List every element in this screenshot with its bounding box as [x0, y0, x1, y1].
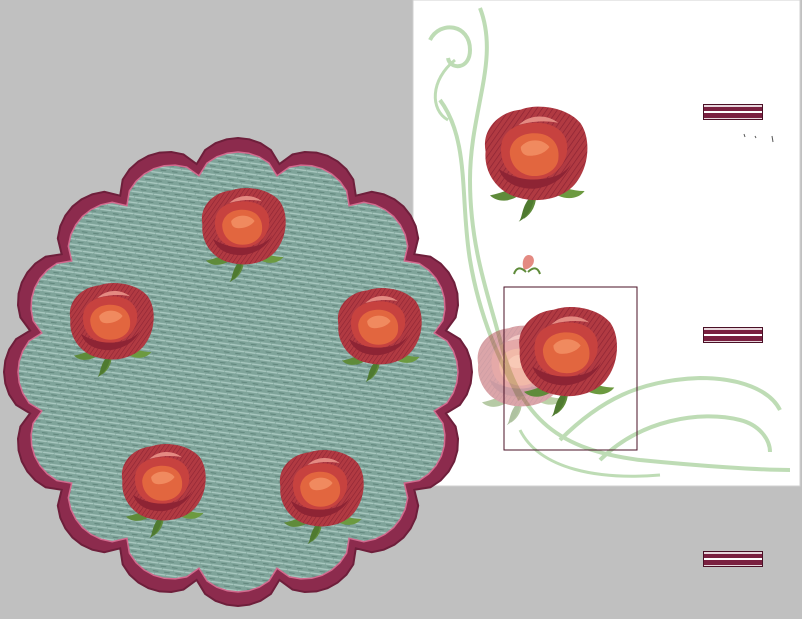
- rose-bud-icon: [513, 254, 541, 275]
- stitch-marks: [743, 133, 774, 143]
- thread-color-swatch-2[interactable]: [703, 327, 763, 343]
- thread-color-swatch-3[interactable]: [703, 551, 763, 567]
- thread-color-swatch-1[interactable]: [703, 104, 763, 120]
- preview-card[interactable]: [412, 0, 801, 487]
- selection-box-icon[interactable]: [503, 286, 638, 451]
